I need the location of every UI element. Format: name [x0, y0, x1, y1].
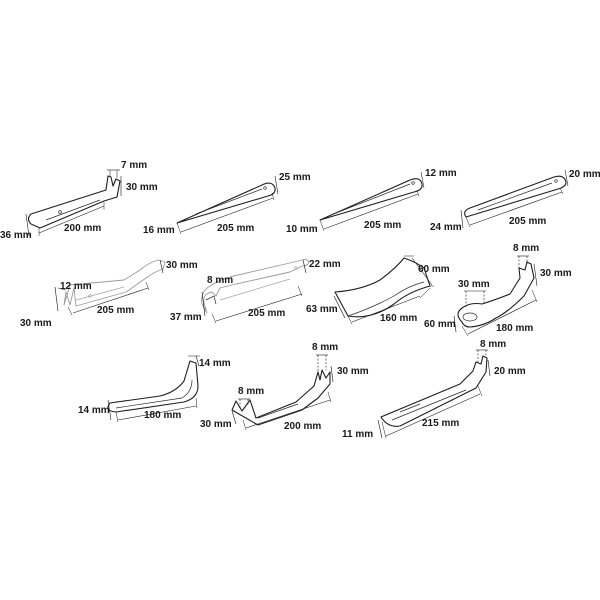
- tool-3-dim-width: 12 mm: [425, 168, 457, 179]
- tool-7-body: [334, 257, 431, 318]
- tool-1-dim-fork-depth: 30 mm: [126, 182, 158, 193]
- tool-4-dim-length: 205 mm: [509, 216, 546, 227]
- tool-4-dim-tip: 24 mm: [430, 222, 462, 233]
- tool-1-dim-width: 36 mm: [0, 230, 32, 241]
- tool-2-hole: [263, 186, 267, 190]
- tool-8-ring-hole: [462, 312, 478, 322]
- tool-8: 8 mm 30 mm 30 mm 60 mm 180 mm: [424, 243, 572, 337]
- tool-1-hole: [58, 210, 62, 214]
- tool-8-dim-fork: 8 mm: [513, 243, 539, 254]
- tool-3-dim-tip: 10 mm: [286, 224, 318, 235]
- tool-6-dim-notch: 8 mm: [207, 275, 233, 286]
- tool-8-dim-ring-width: 60 mm: [424, 319, 456, 330]
- tool-4-edge: [477, 182, 553, 211]
- tool-7-dim-blade: 60 mm: [418, 264, 450, 275]
- tool-1-dim-length: 200 mm: [64, 223, 101, 234]
- tool-6-edge: [219, 278, 291, 301]
- tool-5-dim-end-width: 30 mm: [166, 260, 198, 271]
- tool-10-edge: [257, 403, 299, 419]
- tool-7-dim-length: 160 mm: [380, 313, 417, 324]
- tool-9-dim-tip: 14 mm: [199, 358, 231, 369]
- tool-8-dim-length: 180 mm: [496, 323, 533, 334]
- tool-10-dim-top-fork: 8 mm: [312, 342, 338, 353]
- tool-11-dim-fork: 8 mm: [480, 339, 506, 350]
- tool-11-slot: [399, 403, 421, 413]
- tool-2-dim-tip: 16 mm: [143, 225, 175, 236]
- tool-9-dim-length: 180 mm: [144, 410, 181, 421]
- tool-1: 7 mm 30 mm 200 mm 36 mm: [0, 160, 158, 241]
- tool-9: 14 mm 14 mm 180 mm: [78, 355, 231, 423]
- tool-11: 8 mm 20 mm 11 mm 215 mm: [342, 339, 526, 440]
- tool-9-dim-width: 14 mm: [78, 405, 110, 416]
- tool-2-dim-length: 205 mm: [217, 223, 254, 234]
- tool-3-edge: [335, 183, 411, 214]
- tool-3-hole: [411, 181, 415, 185]
- tool-8-dim-ring: 30 mm: [458, 279, 490, 290]
- tool-10-dim-length: 200 mm: [284, 421, 321, 432]
- tool-6: 22 mm 8 mm 205 mm 37 mm: [170, 258, 341, 324]
- tool-4-dim-width: 20 mm: [569, 169, 600, 180]
- tool-11-edge: [391, 389, 467, 421]
- tool-10-dim-bottom-fork: 8 mm: [238, 386, 264, 397]
- tool-10-body: [231, 369, 331, 426]
- tool-6-notch: [205, 295, 217, 305]
- tool-3: 12 mm 205 mm 10 mm: [286, 168, 457, 235]
- tool-8-body: [457, 261, 535, 328]
- tool-1-edge: [45, 199, 101, 221]
- tool-7: 60 mm 63 mm 160 mm: [306, 255, 450, 325]
- tool-6-hole: [294, 266, 298, 270]
- tool-2: 25 mm 205 mm 16 mm: [143, 172, 311, 236]
- tool-9-edge: [115, 379, 193, 409]
- tool-5-edge: [75, 286, 125, 301]
- tool-11-dim-width: 11 mm: [342, 429, 373, 440]
- tool-4-hole: [554, 179, 558, 183]
- tool-5-body: [63, 259, 166, 307]
- tool-1-dim-tip-width: 7 mm: [121, 160, 147, 171]
- tool-11-body: [380, 355, 488, 427]
- tool-6-dim-end-width: 22 mm: [309, 259, 341, 270]
- tool-2-dim-width: 25 mm: [279, 172, 311, 183]
- tool-6-dim-length: 205 mm: [248, 308, 285, 319]
- tool-10-dim-top-width: 30 mm: [337, 366, 369, 377]
- tool-7-curve: [347, 281, 425, 317]
- tool-7-dim-width: 63 mm: [306, 304, 338, 315]
- tool-2-edge: [195, 188, 263, 215]
- tool-5-dim-width: 30 mm: [20, 318, 52, 329]
- tool-10-dim-bottom-width: 30 mm: [200, 419, 232, 430]
- tool-5-dim-length: 205 mm: [97, 305, 134, 316]
- tool-6-dim-width: 37 mm: [170, 312, 202, 323]
- tool-10: 8 mm 30 mm 8 mm 30 mm 200 mm: [200, 342, 369, 432]
- tool-4: 20 mm 205 mm 24 mm: [430, 169, 600, 233]
- tool-9-body: [107, 360, 199, 413]
- tool-11-dim-tip: 20 mm: [494, 366, 526, 377]
- tool-8-dim-tip: 30 mm: [540, 268, 572, 279]
- tool-1-body: [27, 175, 121, 229]
- tool-5: 30 mm 12 mm 205 mm 30 mm: [20, 259, 198, 329]
- tool-6-body: [201, 258, 310, 314]
- tool-11-dim-length: 215 mm: [422, 418, 459, 429]
- tool-3-dim-length: 205 mm: [364, 220, 401, 231]
- tool-5-dim-fork: 12 mm: [60, 281, 92, 292]
- tool-2-body: [176, 182, 276, 224]
